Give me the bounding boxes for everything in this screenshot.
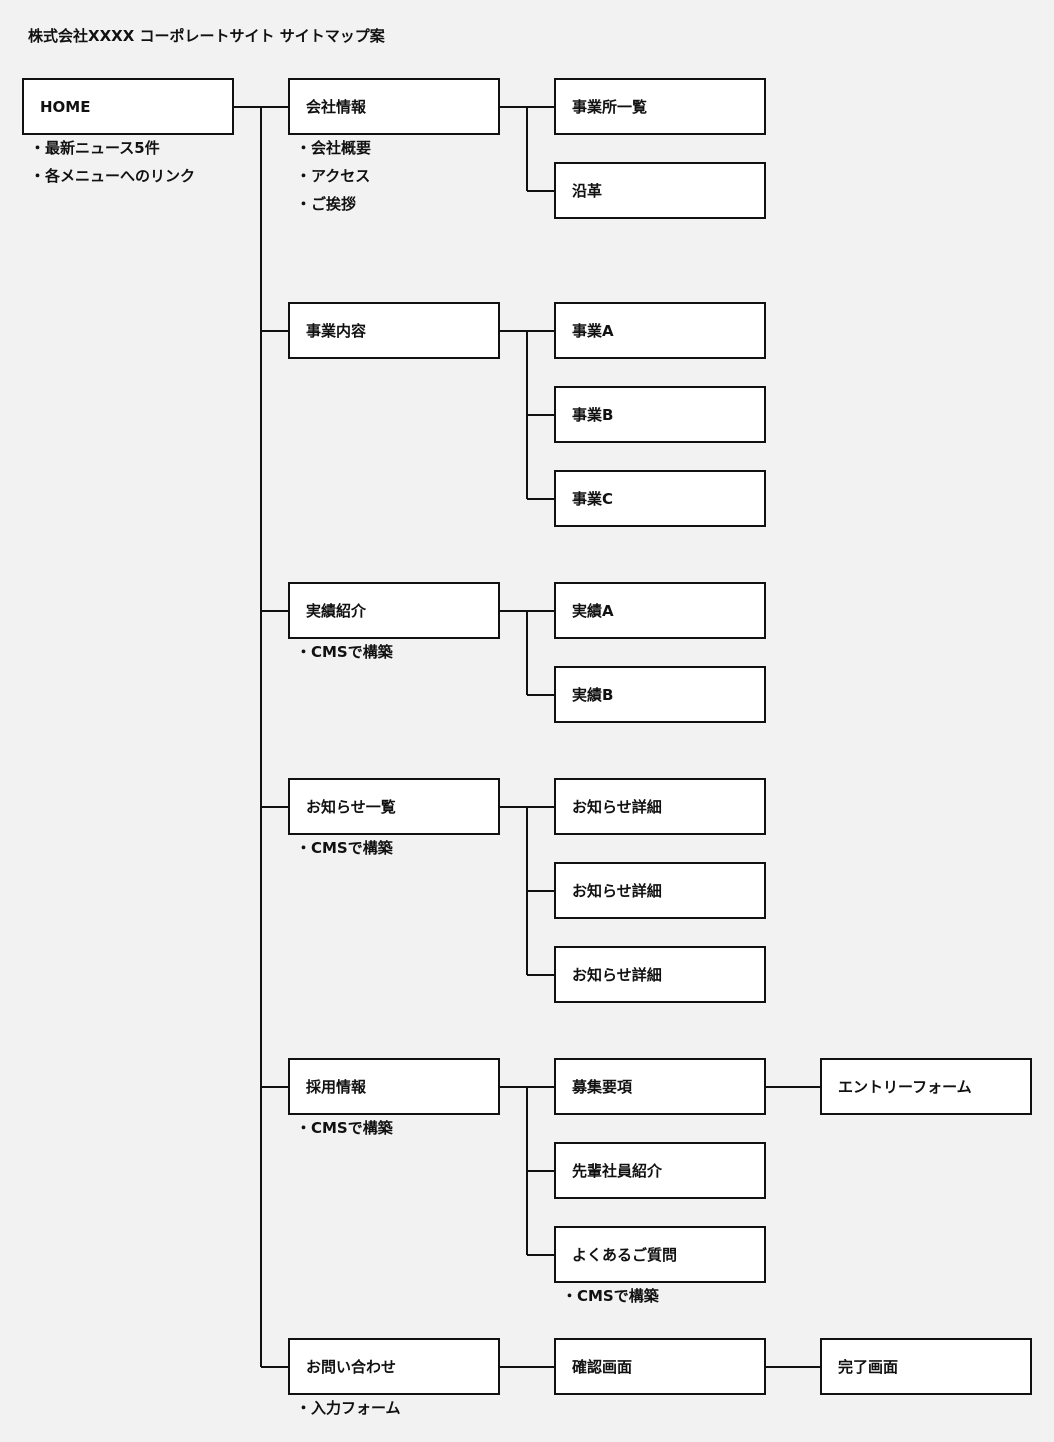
note-section: ・入力フォーム bbox=[296, 1394, 401, 1422]
node-page: 事業C bbox=[554, 470, 766, 527]
node-page: お知らせ詳細 bbox=[554, 778, 766, 835]
node-section: 事業内容 bbox=[288, 302, 500, 359]
note-item: ・ご挨拶 bbox=[296, 195, 357, 213]
note-section: ・CMSで構築 bbox=[296, 834, 393, 862]
note-item: ・CMSで構築 bbox=[296, 1119, 393, 1137]
diagram-title: 株式会社XXXX コーポレートサイト サイトマップ案 bbox=[28, 27, 385, 45]
node-page: 募集要項 bbox=[554, 1058, 766, 1115]
node-page: 先輩社員紹介 bbox=[554, 1142, 766, 1199]
node-home: HOME bbox=[22, 78, 234, 135]
node-section: 会社情報 bbox=[288, 78, 500, 135]
node-page: 実績B bbox=[554, 666, 766, 723]
node-page: 沿革 bbox=[554, 162, 766, 219]
node-subpage: エントリーフォーム bbox=[820, 1058, 1032, 1115]
note-item: ・アクセス bbox=[296, 167, 371, 185]
node-page: 確認画面 bbox=[554, 1338, 766, 1395]
note-section: ・CMSで構築 bbox=[296, 1114, 393, 1142]
note-item: ・会社概要 bbox=[296, 139, 372, 157]
note-page: ・CMSで構築 bbox=[562, 1282, 659, 1310]
node-page: 事業A bbox=[554, 302, 766, 359]
node-page: お知らせ詳細 bbox=[554, 946, 766, 1003]
node-page: お知らせ詳細 bbox=[554, 862, 766, 919]
note-item: ・CMSで構築 bbox=[562, 1287, 659, 1305]
note-item: ・最新ニュース5件 bbox=[30, 139, 160, 157]
note-item: ・入力フォーム bbox=[296, 1399, 401, 1417]
node-page: 実績A bbox=[554, 582, 766, 639]
node-section: 実績紹介 bbox=[288, 582, 500, 639]
node-section: お知らせ一覧 bbox=[288, 778, 500, 835]
note-item: ・CMSで構築 bbox=[296, 643, 393, 661]
node-subpage: 完了画面 bbox=[820, 1338, 1032, 1395]
node-page: 事業所一覧 bbox=[554, 78, 766, 135]
node-page: よくあるご質問 bbox=[554, 1226, 766, 1283]
node-section: お問い合わせ bbox=[288, 1338, 500, 1395]
note-section: ・CMSで構築 bbox=[296, 638, 393, 666]
node-section: 採用情報 bbox=[288, 1058, 500, 1115]
note-item: ・各メニューへのリンク bbox=[30, 167, 196, 185]
note-section: ・会社概要 ・アクセス ・ご挨拶 bbox=[296, 134, 371, 218]
note-home: ・最新ニュース5件 ・各メニューへのリンク bbox=[30, 134, 195, 190]
node-page: 事業B bbox=[554, 386, 766, 443]
note-item: ・CMSで構築 bbox=[296, 839, 393, 857]
